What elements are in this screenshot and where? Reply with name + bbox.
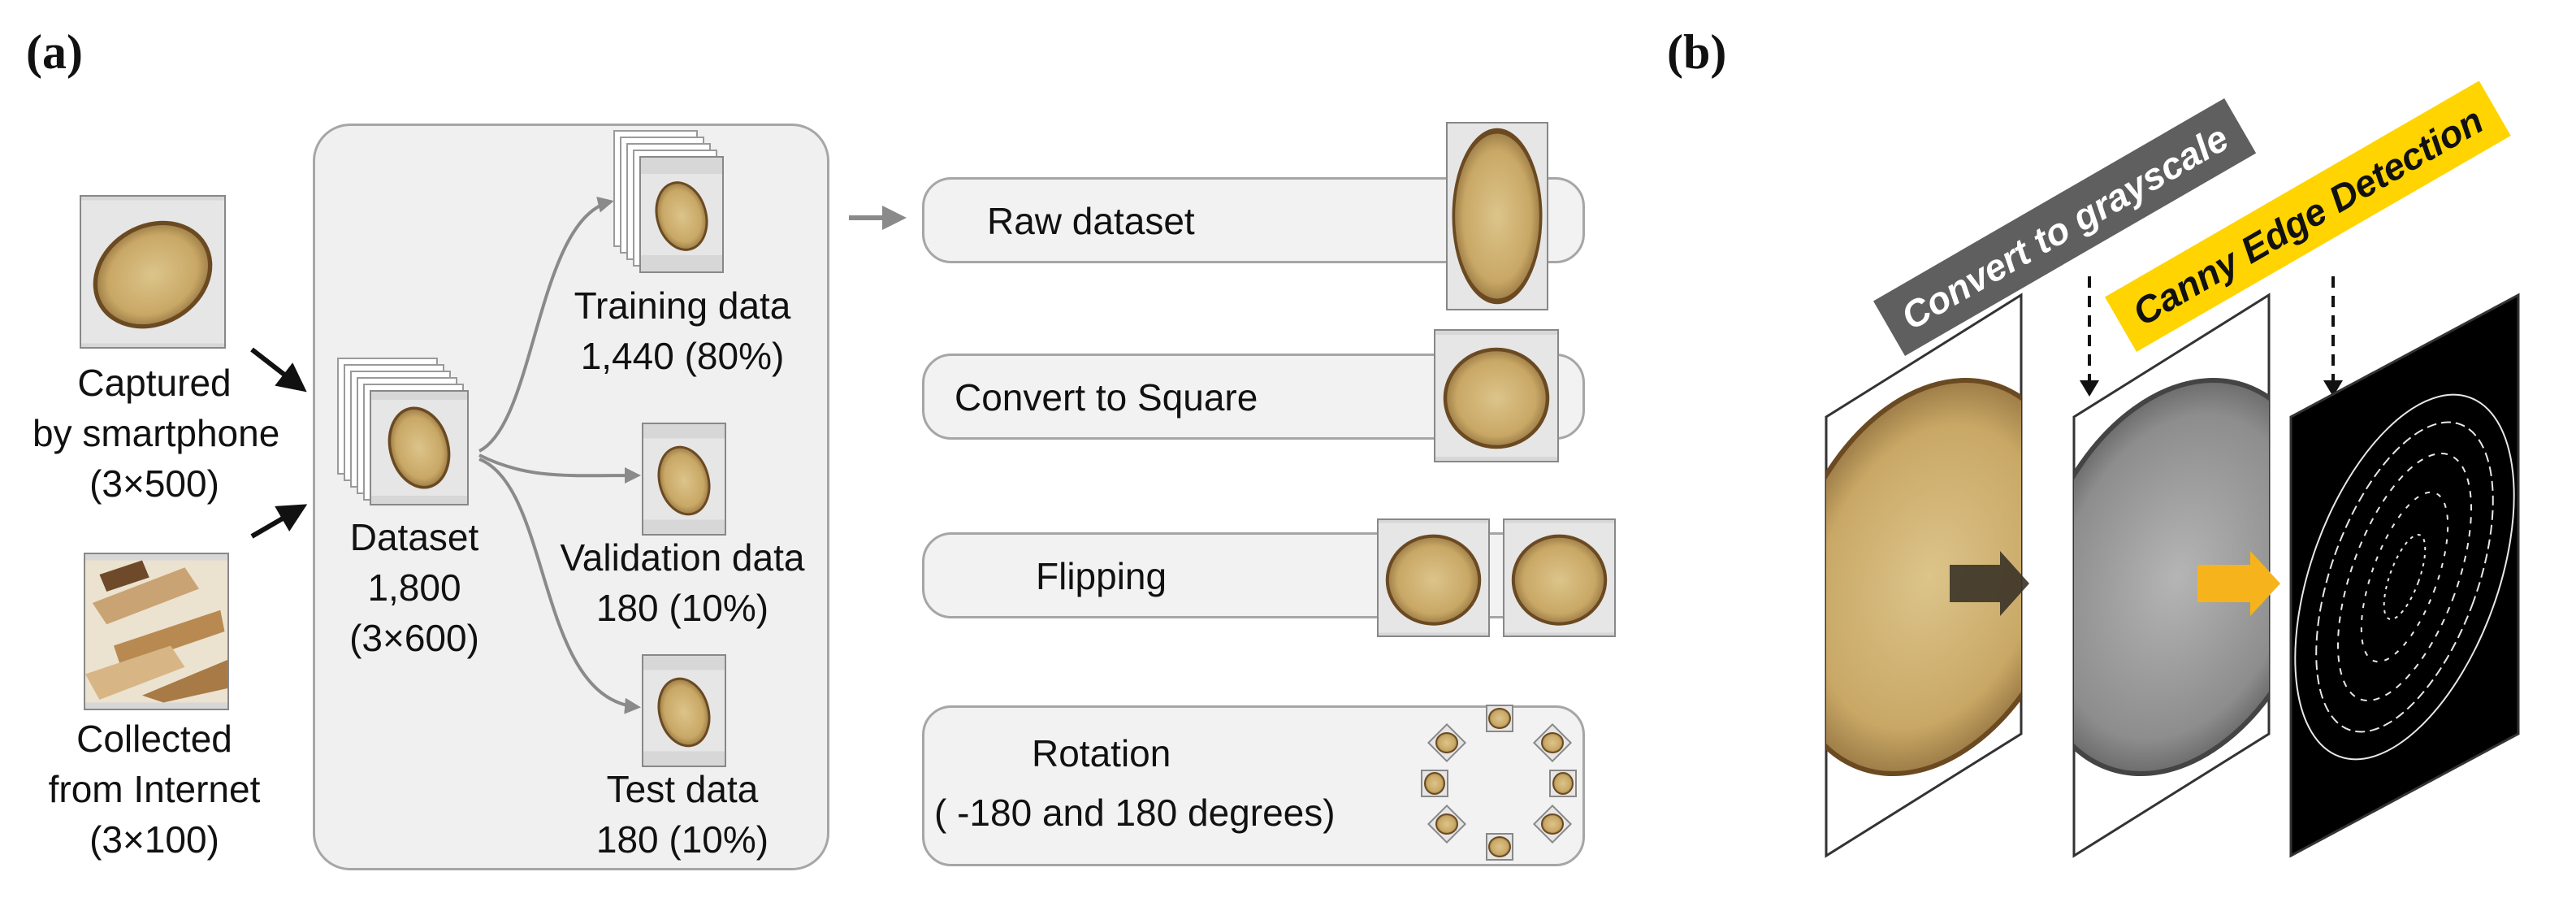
step-raw-dataset-label: Raw dataset (987, 200, 1195, 242)
edge-image-layer (2289, 293, 2520, 858)
flip-photo-original (1377, 518, 1490, 637)
step-rotation (922, 705, 1585, 866)
flip-photo-flipped (1503, 518, 1616, 637)
to-training-curve (478, 197, 614, 453)
smartphone-arrow (250, 347, 307, 393)
panel-b-layers (1825, 276, 2520, 858)
yellow-arrow (2197, 551, 2280, 616)
to-test-curve (478, 458, 641, 714)
dataset-image-stack (337, 358, 475, 512)
panel-b-label: (b) (1667, 25, 1727, 79)
validation-photo (642, 423, 726, 536)
step-rotation-label: Rotation (1032, 732, 1171, 774)
internet-arrow (250, 504, 308, 539)
to-validation-curve (478, 453, 641, 484)
validation-data-label: Validation data 180 (10%) (560, 536, 805, 629)
step-convert-square-label: Convert to Square (955, 376, 1258, 419)
source-internet-label: Collected from Internet (3×100) (48, 718, 261, 861)
test-photo (642, 654, 726, 767)
square-photo (1434, 329, 1559, 462)
smartphone-wood-photo (80, 195, 226, 349)
training-image-stack (613, 130, 735, 284)
dark-arrow (1950, 551, 2029, 616)
step-rotation-sublabel: ( -180 and 180 degrees) (934, 792, 1336, 834)
panel-a-connectors (250, 197, 907, 714)
raw-dataset-photo (1446, 122, 1548, 310)
panel-a-label: (a) (26, 25, 83, 79)
rotation-thumbnails (1421, 705, 1577, 861)
source-smartphone-label: Captured by smartphone (3×500) (32, 362, 280, 505)
training-data-label: Training data 1,440 (80%) (574, 284, 791, 377)
dataset-label: Dataset 1,800 (3×600) (349, 516, 479, 659)
step-flipping-label: Flipping (1036, 555, 1167, 597)
test-data-label: Test data 180 (10%) (595, 768, 769, 861)
internet-wood-photo (84, 553, 229, 710)
